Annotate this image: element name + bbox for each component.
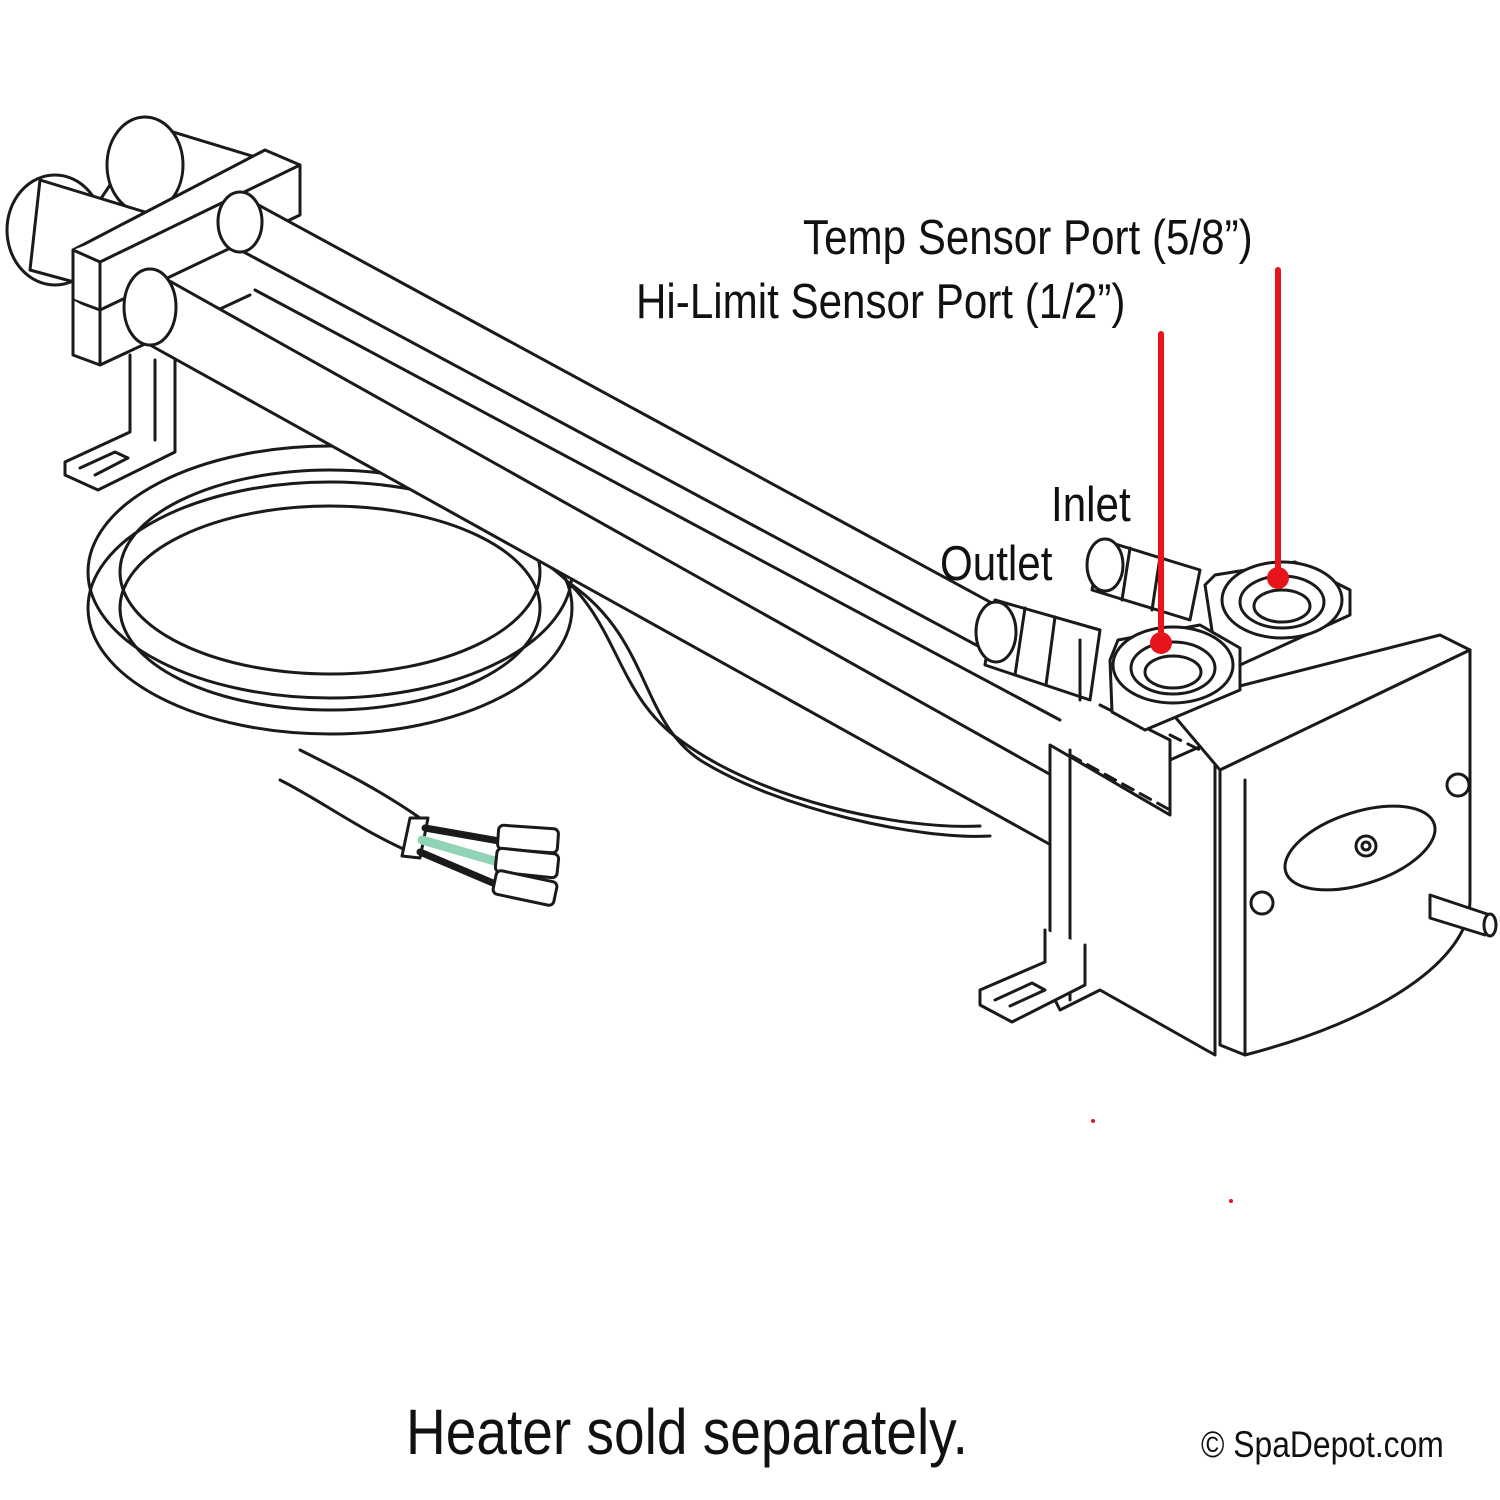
temp-port-callout-dot xyxy=(1267,567,1289,589)
outlet-label: Outlet xyxy=(940,537,1053,591)
outlet-fitting xyxy=(974,598,1102,702)
heater-housing xyxy=(1048,633,1498,1057)
caption: Heater sold separately. xyxy=(406,1396,968,1468)
inlet-label: Inlet xyxy=(1051,478,1131,532)
left-bracket xyxy=(63,348,177,492)
power-cord xyxy=(86,444,992,854)
sensor-ports xyxy=(1108,560,1352,732)
copyright-notice: © SpaDepot.com xyxy=(1201,1424,1444,1465)
inlet-fitting xyxy=(1085,537,1202,622)
cord-wires xyxy=(400,816,561,907)
hi-limit-sensor-port-label: Hi-Limit Sensor Port (1/2”) xyxy=(636,275,1126,329)
hilimit-port-callout-dot xyxy=(1150,632,1172,654)
callouts xyxy=(1091,267,1289,1203)
right-bracket xyxy=(978,928,1087,1024)
temp-sensor-port-label: Temp Sensor Port (5/8”) xyxy=(803,211,1253,265)
